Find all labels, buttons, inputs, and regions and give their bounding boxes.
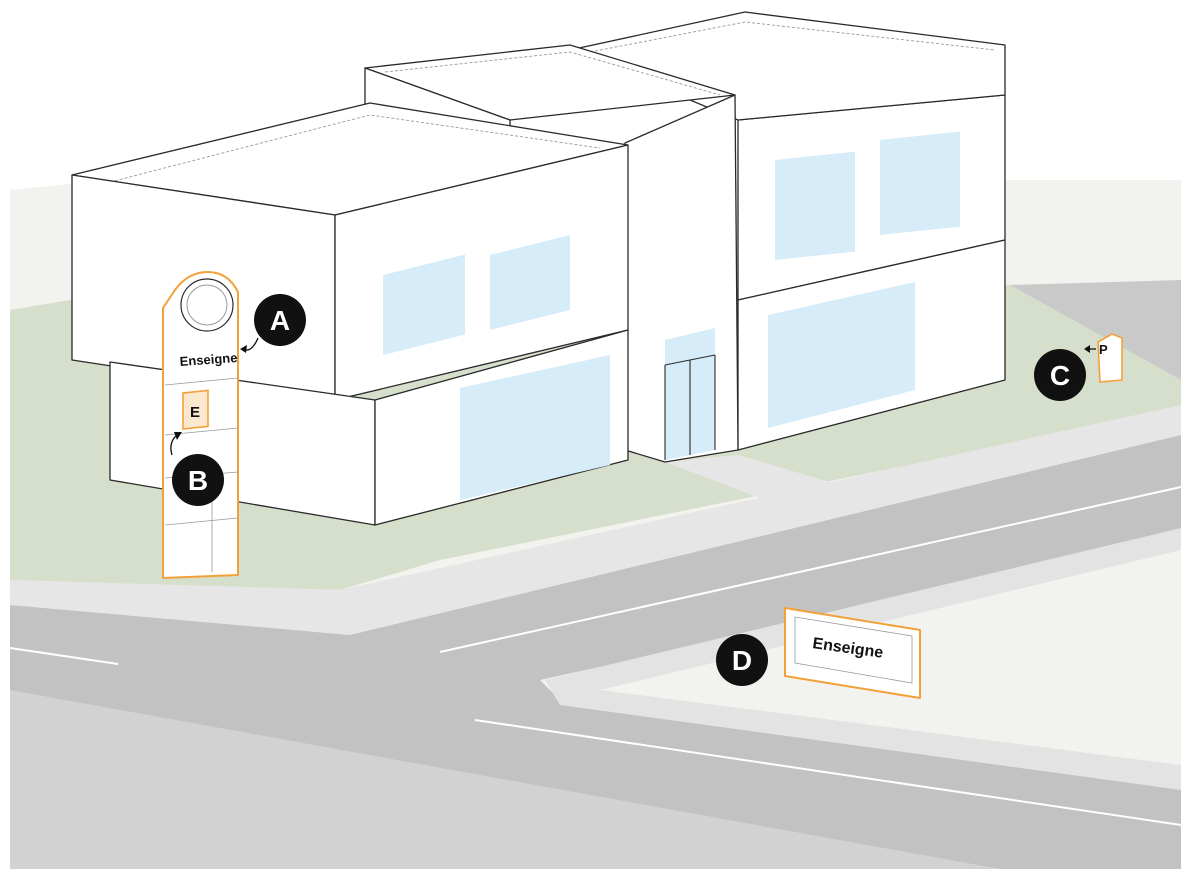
road-bottom-shadow [10,690,1000,869]
badge-a-circle [254,294,306,346]
parking-sign: P [1084,333,1123,383]
sidewalk-back [10,405,1181,635]
parking-sign-body [1097,333,1123,383]
totem-panel [182,389,209,430]
right-block-parapet [589,21,996,53]
totem-logo-ring [180,278,234,332]
badge-c: C [1034,349,1086,401]
window-upper-left-2 [490,235,570,331]
arrow-b-head [174,432,182,440]
window-upper-right-2 [880,131,960,235]
window-upper-right-1 [775,151,855,260]
arrow-a-head [240,345,247,353]
badge-d-label: D [732,645,752,676]
parking-arrow-head [1084,345,1090,353]
window-ground-right [768,282,915,428]
parking-lane [1010,280,1181,380]
center-block-parapet [384,51,721,96]
window-ground-left [460,355,610,500]
totem-sign-text: Enseigne [179,350,238,369]
totem-divider-4 [164,517,239,526]
badge-a: A [254,294,306,346]
badge-d-circle [716,634,768,686]
badge-c-circle [1034,349,1086,401]
monument-sign: Enseigne [784,607,921,699]
totem-panel-letter: E [190,404,200,421]
parking-sign-letter: P [1099,342,1108,357]
badge-b-label: B [188,465,208,496]
lane-marking-3 [474,719,1181,826]
totem-divider-1 [164,377,239,386]
lane-marking-1 [9,647,119,665]
badge-c-label: C [1050,360,1070,391]
badge-b-circle [172,454,224,506]
monument-face [794,616,913,684]
window-upper-left-1 [383,254,465,355]
entrance-path [665,455,840,498]
totem-logo-inner [186,284,228,326]
building [71,11,1006,526]
lane-marking-2 [439,486,1181,653]
badge-d: D [716,634,768,686]
badge-a-label: A [270,305,290,336]
totem-sign: Enseigne E [162,271,259,579]
badge-b: B [172,454,224,506]
sidewalk-front [545,528,1181,790]
